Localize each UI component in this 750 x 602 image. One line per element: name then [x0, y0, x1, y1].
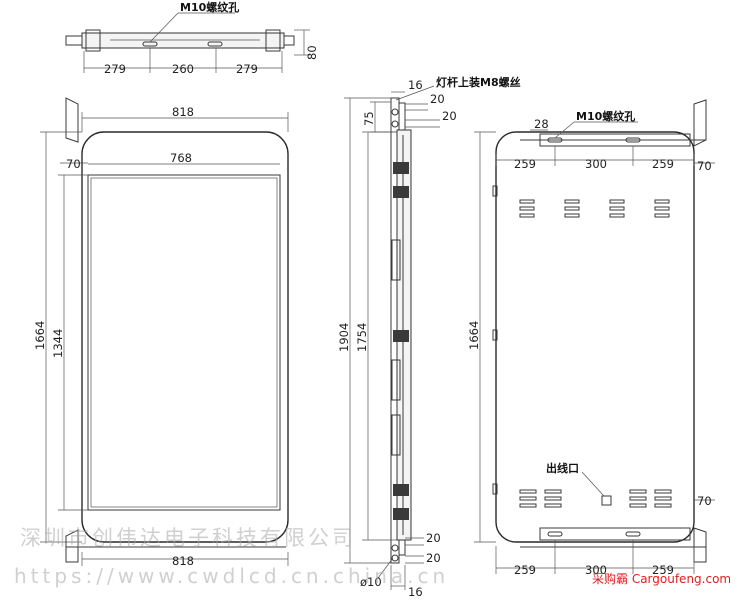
- back-view-dim-right-offset-bottom: 70: [697, 494, 712, 508]
- front-view-dim-bottom-width: 818: [172, 554, 194, 568]
- back-view-top-bracket: [693, 99, 707, 147]
- side-view: 灯杆上装M8螺丝 16 20 20 75 1904 1754 20 20 ø10: [337, 75, 521, 599]
- back-view-dim-left: 259: [514, 157, 536, 171]
- top-view-right-clamp: [265, 29, 281, 52]
- back-view-vents-bottom: [519, 489, 672, 508]
- front-view-top-bracket: [65, 97, 79, 143]
- side-view-bracket-1: [393, 162, 409, 174]
- top-view-hole-note: M10螺纹孔: [180, 0, 239, 14]
- watermark-company: 深圳市创伟达电子科技有限公司: [20, 526, 356, 550]
- back-view-panel: [495, 131, 695, 543]
- back-view-top-slot-right: [625, 137, 641, 143]
- side-view-bracket-2: [393, 186, 409, 198]
- side-view-dim-b1: 20: [426, 531, 441, 545]
- back-view: 出线口 M10螺纹孔 28 259 300 259 70 1664 70 259…: [467, 99, 715, 577]
- back-view-dim-bottom-middle: 300: [585, 563, 607, 577]
- watermark-url: https://www.cwdlcd.cn.china.cn: [14, 564, 450, 588]
- back-view-hole-note: M10螺纹孔: [576, 109, 635, 123]
- front-view-panel: [81, 131, 289, 543]
- top-view: M10螺纹孔 279 260 279 80: [65, 0, 319, 76]
- back-view-cable-outlet: [601, 495, 612, 506]
- top-view-dim-depth: 80: [305, 45, 319, 60]
- back-view-dim-height: 1664: [467, 321, 481, 350]
- front-view-dim-side-offset: 70: [66, 157, 81, 171]
- back-view-dim-bottom-left: 259: [514, 563, 536, 577]
- back-view-dim-top-offset: 28: [534, 117, 549, 131]
- side-view-dim-bottom-thickness: 16: [408, 585, 423, 599]
- front-view-screen: [87, 174, 281, 511]
- side-view-dim-total-height: 1904: [337, 323, 351, 352]
- side-view-dim-b2: 20: [426, 551, 441, 565]
- back-view-dim-middle: 300: [585, 157, 607, 171]
- back-view-vents-top: [519, 199, 670, 218]
- back-view-dim-right: 259: [652, 157, 674, 171]
- back-view-bottom-slot-right: [625, 531, 641, 537]
- back-view-bottom-mount-bar: [539, 527, 691, 541]
- back-view-bottom-bracket: [693, 527, 707, 563]
- front-view-bottom-bracket: [65, 529, 79, 563]
- back-view-dim-bottom-right: 259: [652, 563, 674, 577]
- front-view-dim-screen-height: 1344: [51, 329, 65, 358]
- side-view-bracket-5: [393, 508, 409, 520]
- brand-label: 采购霸 Cargoufeng.com: [592, 572, 732, 586]
- side-view-dim-inner-height: 1754: [355, 323, 369, 352]
- top-view-dim-right: 279: [236, 62, 258, 76]
- side-view-dim-d2: 20: [442, 109, 457, 123]
- top-view-slot-right: [207, 41, 223, 47]
- back-view-dim-right-offset-top: 70: [697, 159, 712, 173]
- side-view-dim-hole: ø10: [360, 575, 382, 589]
- side-view-screw-top-2: [391, 120, 399, 128]
- side-view-dim-top-thickness: 16: [408, 78, 423, 92]
- side-view-dim-d3: 75: [362, 111, 376, 126]
- top-view-dim-middle: 260: [172, 62, 194, 76]
- side-view-screw-note: 灯杆上装M8螺丝: [436, 75, 521, 89]
- front-view-dim-total-height: 1664: [33, 321, 47, 350]
- side-view-screw-top-1: [391, 108, 399, 116]
- top-view-body: [81, 32, 285, 49]
- back-view-bottom-slot-left: [547, 531, 563, 537]
- back-view-outlet-note: 出线口: [546, 461, 579, 475]
- front-view-dim-top-width: 818: [172, 105, 194, 119]
- front-view-dim-inner-width: 768: [170, 151, 192, 165]
- front-view: 818 768 1664 1344 70 818: [33, 97, 289, 568]
- top-view-left-ear: [65, 35, 83, 46]
- side-view-bracket-3: [393, 330, 409, 342]
- top-view-dim-left: 279: [104, 62, 126, 76]
- back-view-top-mount-bar: [539, 133, 691, 147]
- top-view-right-ear: [283, 35, 295, 46]
- side-view-screw-bottom-1: [391, 544, 399, 552]
- top-view-left-clamp: [85, 29, 101, 52]
- side-view-bracket-4: [393, 484, 409, 496]
- side-view-dim-d1: 20: [430, 92, 445, 106]
- side-view-screw-bottom-2: [391, 554, 399, 562]
